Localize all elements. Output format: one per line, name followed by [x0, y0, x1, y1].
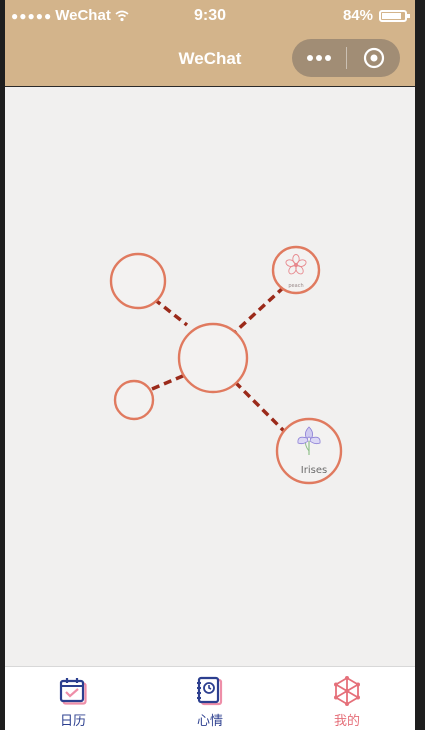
- tab-calendar[interactable]: 日历: [5, 667, 141, 730]
- connector-line: [151, 373, 186, 391]
- dot-icon: [325, 55, 331, 61]
- phone-screen: ●●●●● WeChat 9:30 84% WeChat: [5, 0, 415, 730]
- mindmap-node-center[interactable]: [177, 322, 249, 394]
- irises-label: Irises: [301, 465, 327, 476]
- carrier-name: WeChat: [55, 7, 111, 24]
- mini-program-capsule: [292, 39, 400, 77]
- mindmap-node-top-left[interactable]: [109, 252, 167, 310]
- more-options-button[interactable]: [292, 39, 346, 77]
- calendar-icon: [59, 678, 87, 705]
- mindmap-node-left[interactable]: [113, 379, 155, 421]
- tab-bar: 日历 心情: [5, 666, 415, 730]
- wifi-icon: [115, 10, 129, 21]
- peach-flower-icon: [285, 254, 307, 275]
- target-close-icon: [363, 47, 384, 69]
- mindmap-canvas: peach Irises: [5, 87, 415, 666]
- dot-icon: [307, 55, 313, 61]
- clock: 9:30: [193, 7, 227, 24]
- page-title: WeChat: [178, 49, 242, 68]
- tab-mood-label: 心情: [196, 714, 223, 729]
- status-left: ●●●●● WeChat: [11, 7, 129, 24]
- iris-flower-icon: [297, 426, 321, 455]
- dot-icon: [316, 55, 322, 61]
- status-right: 84%: [342, 7, 410, 24]
- battery-icon: [379, 9, 410, 22]
- mood-notebook-icon: [197, 676, 223, 706]
- peach-label: peach: [288, 283, 303, 289]
- battery-percentage: 84%: [342, 7, 373, 24]
- mindmap-svg: peach Irises: [109, 245, 343, 485]
- signal-strength-icon: ●●●●●: [11, 8, 53, 23]
- network-cube-icon: [334, 676, 360, 706]
- tab-calendar-label: 日历: [59, 714, 86, 729]
- tab-mine-label: 我的: [333, 714, 360, 729]
- status-bar: ●●●●● WeChat 9:30 84%: [5, 0, 415, 30]
- tab-mood[interactable]: 心情: [142, 667, 278, 730]
- connector-line: [152, 297, 189, 327]
- connector-line: [233, 285, 286, 334]
- tab-mine[interactable]: 我的: [279, 667, 415, 730]
- close-mini-program-button[interactable]: [347, 39, 400, 77]
- connector-line: [233, 380, 287, 434]
- mindmap-node-irises[interactable]: Irises: [275, 417, 343, 485]
- capsule-divider: [346, 47, 347, 69]
- mindmap-node-peach[interactable]: peach: [271, 245, 321, 295]
- nav-bar: WeChat: [5, 30, 415, 87]
